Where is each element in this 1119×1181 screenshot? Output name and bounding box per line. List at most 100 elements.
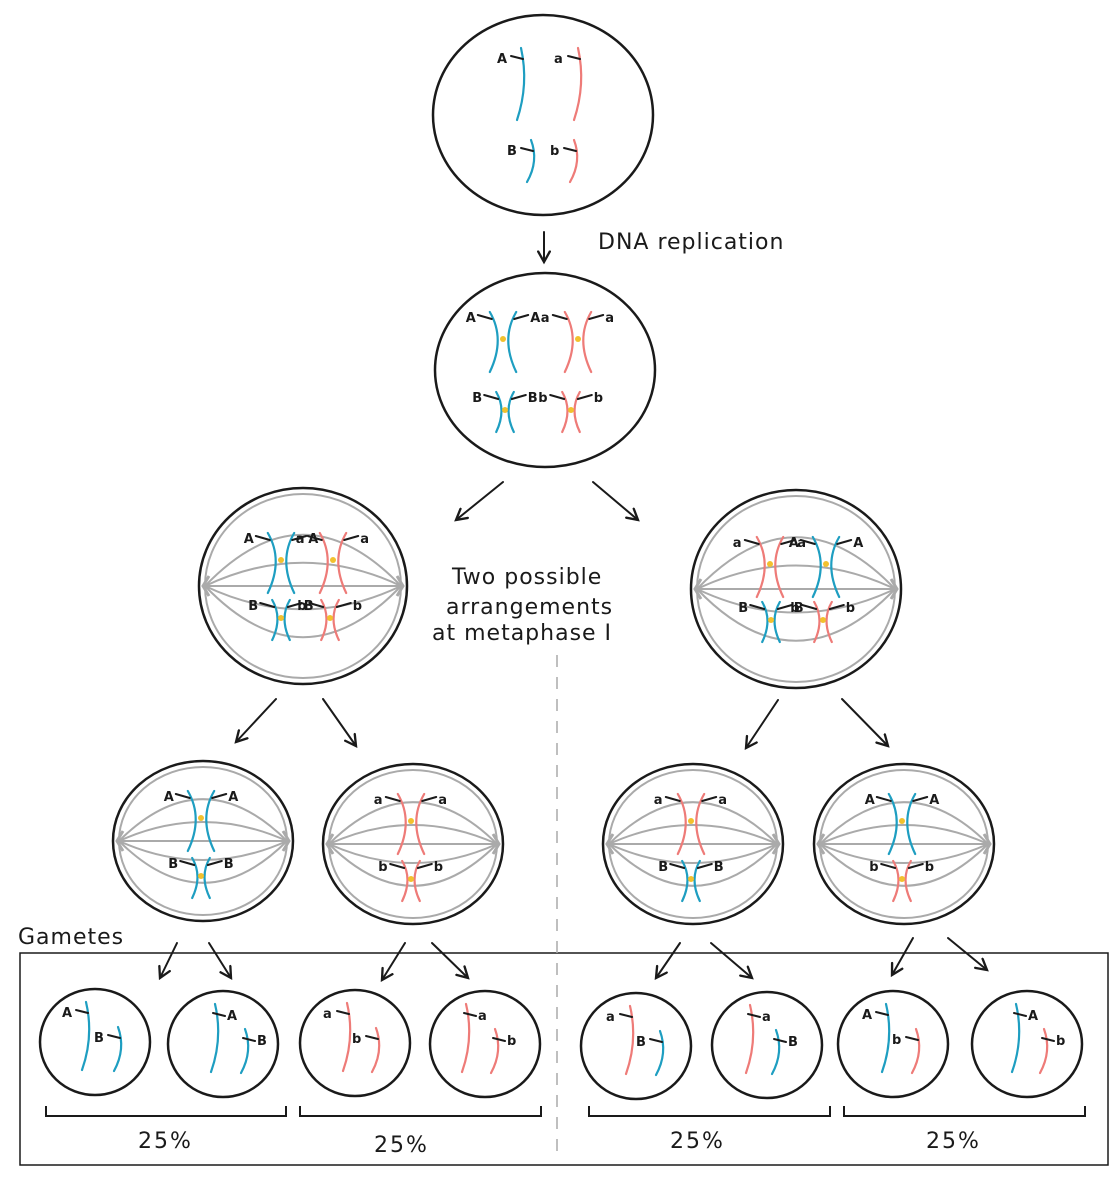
spindle-fiber (819, 843, 989, 887)
chromosome-b-single (568, 138, 579, 184)
allele-tick (664, 796, 681, 802)
gamete-7-chromosome-2 (910, 1027, 921, 1075)
centromere (688, 818, 694, 824)
centromere (500, 336, 506, 342)
sister-chromatid (266, 531, 277, 595)
allele-label: a (323, 1007, 332, 1022)
chromosome-B-single (525, 138, 536, 184)
allele-tick (747, 1013, 761, 1018)
allele-label: B (658, 860, 668, 875)
centromere (408, 818, 414, 824)
centromere (899, 876, 905, 882)
allele-label: b (869, 860, 878, 875)
allele-label: A (929, 793, 939, 808)
gamete-5-chromosome-2 (654, 1029, 665, 1077)
chromatid (1038, 1027, 1049, 1075)
spindle-fiber (204, 561, 402, 587)
gamete-1-chromosome-2 (112, 1025, 123, 1073)
centromere (278, 557, 284, 563)
spindle-fiber (696, 588, 896, 642)
sister-chromatid (830, 535, 841, 599)
allele-label: B (248, 599, 258, 614)
spindle-metaphase-1 (201, 493, 405, 679)
allele-tick (912, 796, 929, 802)
sister-chromatid (413, 859, 421, 903)
dna-replication-label: DNA replication (598, 230, 784, 255)
allele-label: B (528, 391, 538, 406)
chromosome-cell-meiosis2-4-1 (887, 792, 917, 856)
allele-label: a (554, 52, 563, 67)
sister-chromatid (813, 600, 821, 644)
allele-label: A (227, 1009, 237, 1024)
chromosome-B-metaphase-1 (271, 598, 291, 642)
allele-label: b (1056, 1034, 1065, 1049)
sister-chromatid (337, 531, 348, 595)
sister-chromatid (320, 598, 328, 642)
spindle-fiber (204, 585, 402, 611)
allele-label: B (507, 144, 517, 159)
chromosome-cell-meiosis2-2-2 (401, 859, 421, 903)
bracket-group-1 (45, 1106, 287, 1117)
allele-label: B (794, 601, 804, 616)
allele-label: B (257, 1034, 267, 1049)
allele-tick (335, 602, 352, 608)
allele-tick (384, 796, 401, 802)
chromatid (460, 1002, 471, 1074)
sister-chromatid (811, 535, 822, 599)
sister-chromatid (825, 600, 833, 644)
allele-tick (749, 604, 766, 610)
sister-chromatid (563, 310, 574, 374)
allele-label: B (472, 391, 482, 406)
chromosome-cell-meiosis2-1-1 (186, 789, 216, 853)
spindle-fiber (696, 588, 896, 614)
allele-tick (576, 394, 593, 400)
allele-tick (773, 1038, 787, 1043)
allele-tick (743, 539, 760, 545)
sister-chromatid (396, 792, 407, 856)
spindle-fiber (204, 585, 402, 639)
sister-chromatid (186, 789, 197, 853)
arrow-to-gamete-4 (431, 942, 468, 978)
allele-label: b (925, 860, 934, 875)
cell-meiosis2-3 (601, 762, 785, 926)
arrow-to-gamete-2 (208, 942, 231, 978)
spindle-fiber (328, 824, 498, 845)
allele-tick (75, 1009, 89, 1014)
spindle-fiber (118, 840, 288, 884)
allele-tick (483, 394, 500, 400)
allele-tick (286, 602, 303, 608)
allele-label: A (466, 311, 476, 326)
gamete-4-chromosome-2 (489, 1027, 500, 1075)
allele-tick (107, 1034, 121, 1039)
sister-chromatid (507, 390, 515, 434)
allele-tick (551, 314, 568, 320)
allele-label: b (538, 391, 547, 406)
spindle-fiber (118, 798, 288, 842)
cell-metaphase-1 (197, 486, 409, 686)
allele-tick (463, 1012, 477, 1017)
sister-chromatid (887, 792, 898, 856)
chromosome-cell-meiosis2-4-2 (892, 859, 912, 903)
allele-label: a (374, 793, 383, 808)
chromatid (624, 1004, 635, 1076)
sister-chromatid (892, 859, 900, 903)
chromosome-b-replicated (561, 390, 581, 434)
allele-label: A (228, 790, 238, 805)
chromatid (112, 1025, 123, 1073)
arrow-to-cell-4 (322, 698, 356, 746)
allele-tick (365, 1035, 379, 1040)
allele-label: A (1028, 1009, 1038, 1024)
allele-label: a (438, 793, 447, 808)
spindle-pole (281, 830, 291, 852)
chromatid (770, 1028, 781, 1076)
allele-tick (549, 394, 566, 400)
bracket-group-4 (843, 1106, 1086, 1117)
sister-chromatid (573, 390, 581, 434)
arrow-to-gamete-3 (382, 942, 406, 980)
sister-chromatid (582, 310, 593, 374)
allele-label: a (605, 311, 614, 326)
sister-chromatid (693, 859, 701, 903)
chromatid (515, 46, 526, 122)
chromosome-cell-meiosis2-1-2 (191, 856, 211, 900)
spindle-pole (325, 833, 335, 855)
